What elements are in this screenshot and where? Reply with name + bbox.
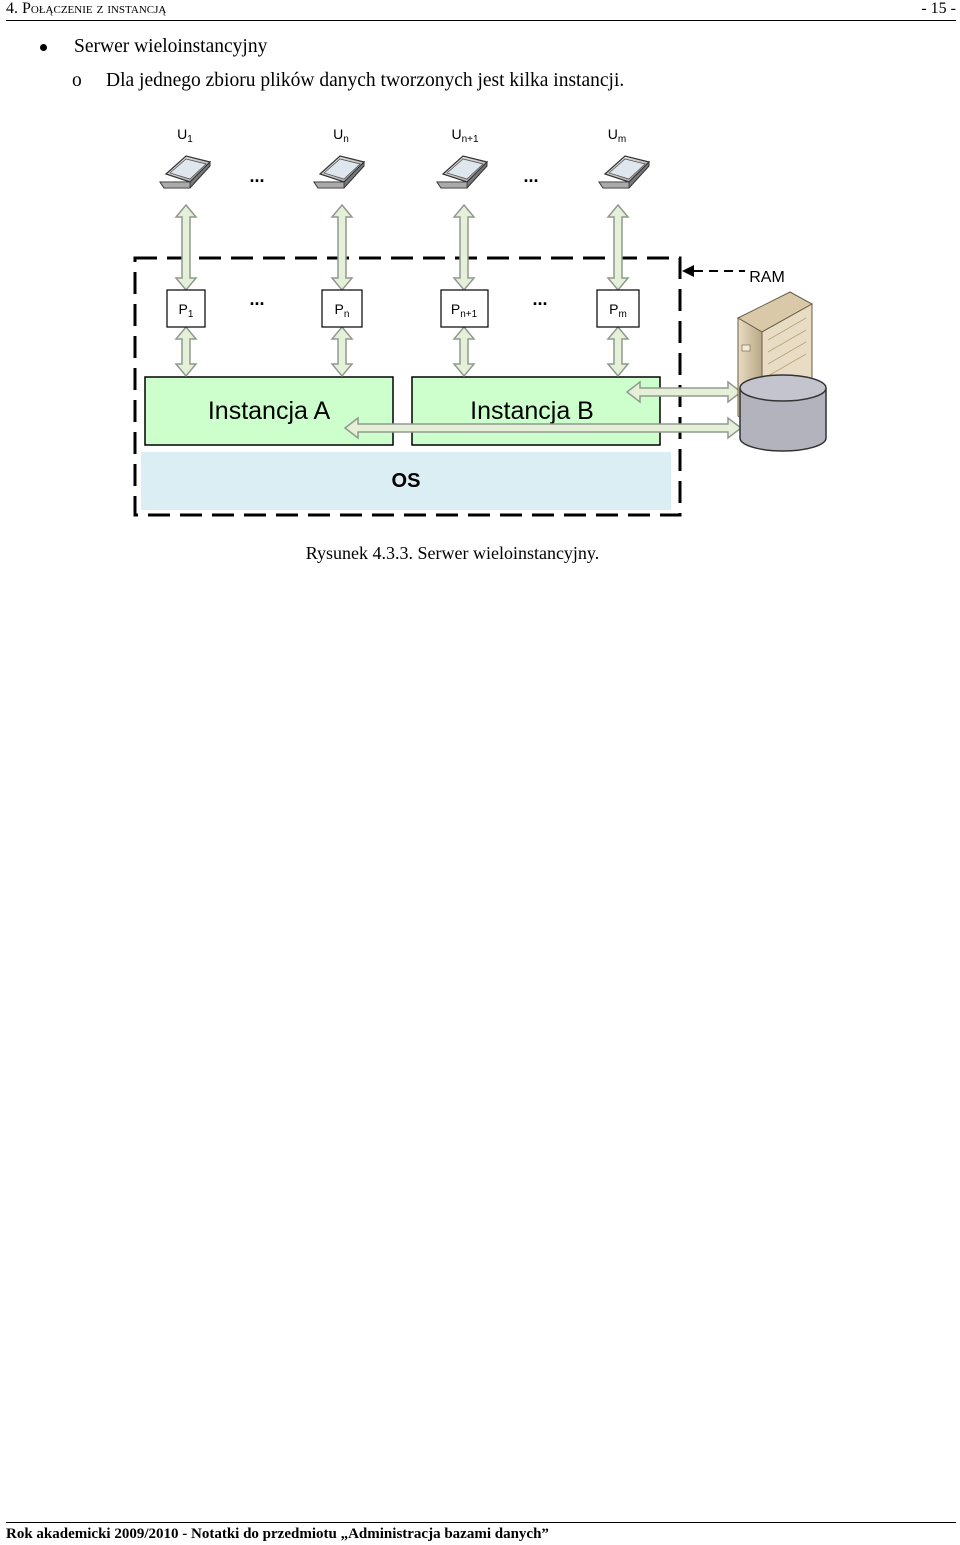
ram-arrowhead-icon: [682, 265, 694, 277]
process-pn: Pn: [321, 289, 363, 328]
page-number: - 15 -: [921, 0, 956, 17]
arrow-p1-instance: [174, 325, 198, 378]
laptop-icon: [313, 155, 366, 189]
os-band: [141, 452, 671, 510]
page-header: 4. Połączenie z instancją - 15 -: [6, 0, 956, 21]
svg-text:Pm: Pm: [609, 301, 627, 320]
page-footer: Rok akademicki 2009/2010 - Notatki do pr…: [6, 1522, 956, 1543]
laptop-icon: [598, 155, 651, 189]
database-disk-icon: [739, 374, 827, 452]
os-label: OS: [392, 470, 421, 492]
svg-text:Pn: Pn: [335, 301, 350, 320]
subbullet-mark: o: [72, 70, 82, 91]
user-ellipsis-1: ...: [249, 166, 264, 186]
svg-text:P1: P1: [179, 301, 194, 320]
arrow-pn-instance: [330, 325, 354, 378]
subbullet-text: Dla jednego zbioru plików danych tworzon…: [106, 70, 625, 91]
bullet-dot-icon: [40, 44, 47, 51]
server-boundary: [133, 256, 682, 517]
user-label-un1: Un+1: [451, 126, 479, 145]
arrow-un-pn: [330, 203, 354, 292]
arrow-pm-instance: [606, 325, 630, 378]
user-label-um: Um: [608, 126, 626, 145]
arrow-un1-pn1: [452, 203, 476, 292]
user-label-un: Un: [333, 126, 349, 145]
laptop-icon: [159, 155, 212, 189]
process-p1: P1: [166, 289, 206, 328]
user-ellipsis-2: ...: [523, 166, 538, 186]
laptop-icon: [436, 155, 489, 189]
section-title: 4. Połączenie z instancją: [6, 0, 167, 17]
process-pm: Pm: [596, 289, 640, 328]
instance-a-label: Instancja A: [208, 397, 331, 425]
multi-instance-diagram: OS Instancja A Instancja B P1: [133, 126, 827, 517]
bullet-text: Serwer wieloinstancyjny: [74, 36, 268, 57]
process-ellipsis-1: ...: [249, 289, 264, 309]
figure-caption: Rysunek 4.3.3. Serwer wieloinstancyjny.: [305, 543, 600, 563]
process-pn1: Pn+1: [440, 289, 489, 328]
instance-b-box: [411, 376, 661, 446]
svg-text:Pn+1: Pn+1: [451, 301, 478, 320]
instance-b-label: Instancja B: [470, 397, 594, 425]
process-ellipsis-2: ...: [532, 289, 547, 309]
arrow-um-pm: [606, 203, 630, 292]
ram-label: RAM: [749, 269, 785, 286]
user-label-u1: U1: [177, 126, 193, 145]
arrow-u1-p1: [174, 203, 198, 292]
arrow-pn1-instance: [452, 325, 476, 378]
